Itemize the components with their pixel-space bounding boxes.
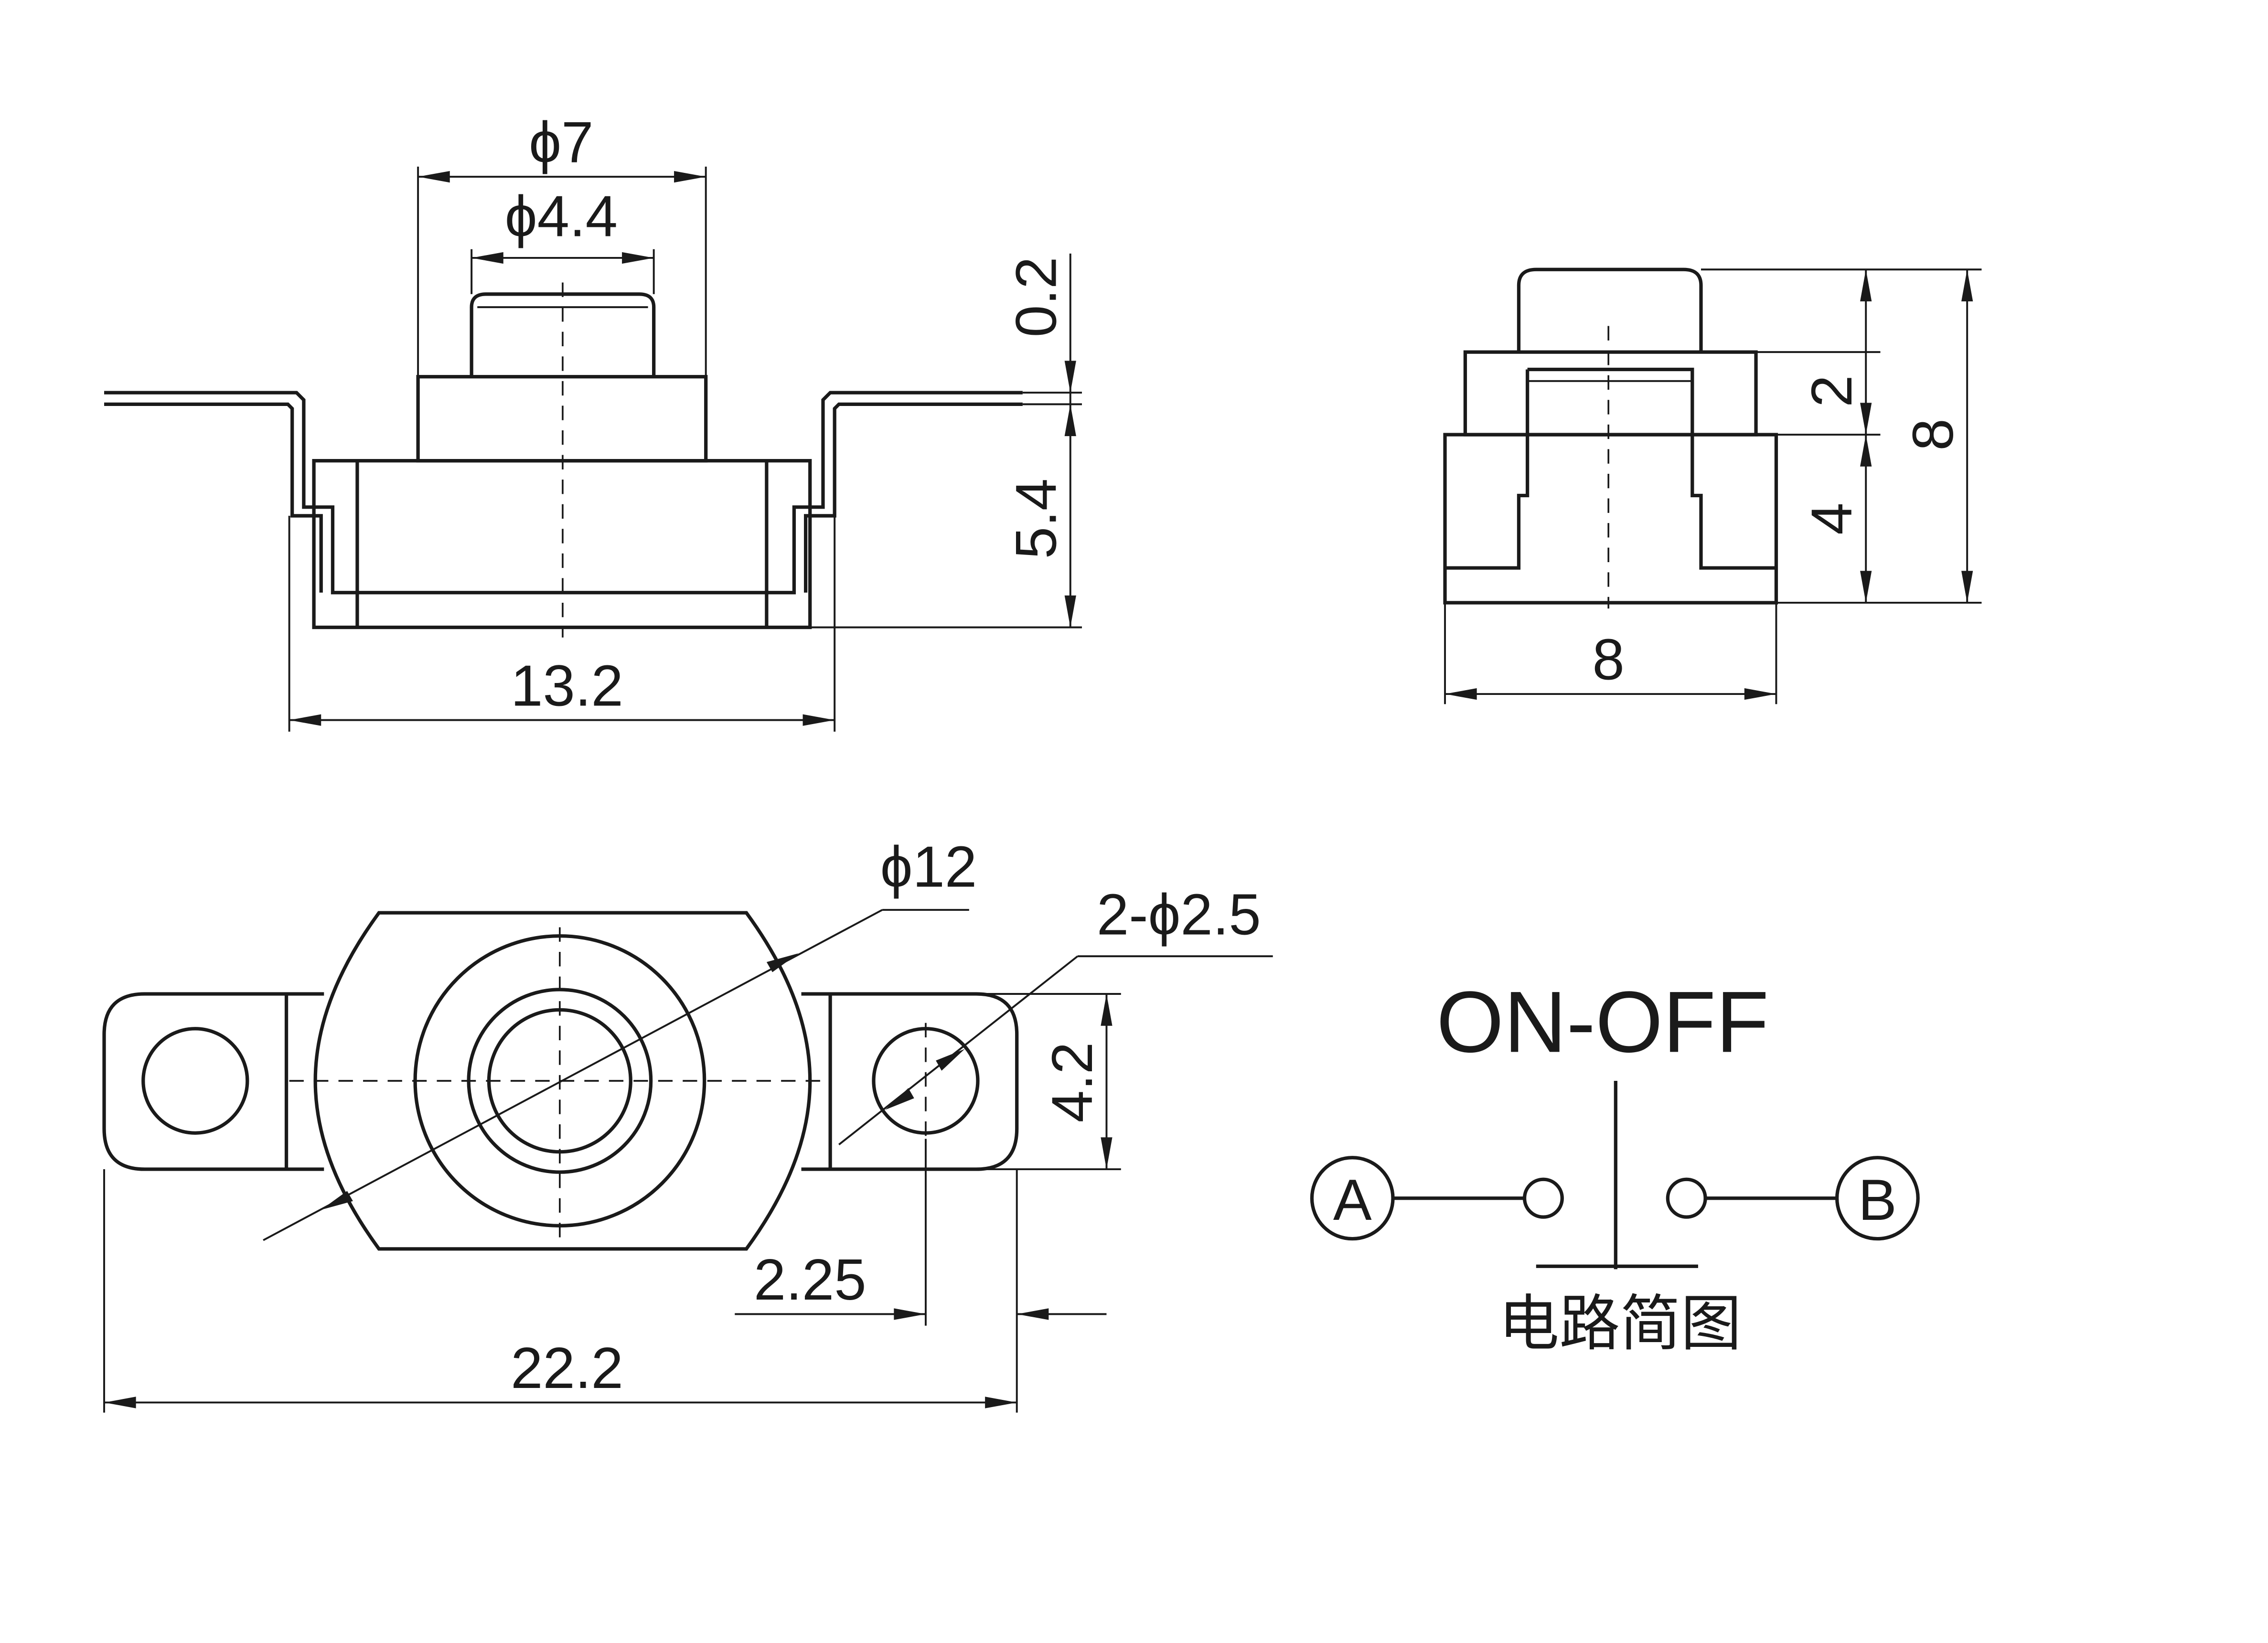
- end-view: 2 4 8 8: [1443, 267, 1982, 704]
- dim-hole-offset: 2.25: [754, 1247, 867, 1312]
- dim-lower-height: 4: [1799, 502, 1864, 534]
- dim-tab-height: 4.2: [1039, 1042, 1104, 1123]
- dim-body-height: 5.4: [1004, 479, 1069, 559]
- terminal-b-circle: [1835, 1156, 1920, 1241]
- terminal-a-label: A: [1333, 1167, 1372, 1232]
- contact-a: [1522, 1177, 1564, 1219]
- dim-outer-diameter: ϕ7: [529, 110, 593, 175]
- left-mounting-tab: [102, 992, 324, 1171]
- side-view: ϕ7 ϕ4.4 0.2 5.4 13.2: [104, 110, 1082, 732]
- right-terminal: [766, 391, 1023, 595]
- end-upper-block: [1463, 350, 1758, 437]
- left-terminal: [104, 391, 357, 595]
- top-view: ϕ12 2-ϕ2.5 4.2 2.25 22.2: [102, 834, 1273, 1413]
- top-body-outline: [313, 911, 812, 1251]
- dim-mounting-holes: 2-ϕ2.5: [1097, 882, 1261, 947]
- circuit-caption: 电路简图: [1498, 1289, 1742, 1359]
- end-inner-cavity: [1445, 367, 1776, 570]
- end-lower-block: [1443, 433, 1778, 605]
- end-plunger: [1517, 267, 1703, 352]
- circuit-diagram: ON-OFF A B 电路简图: [1310, 973, 1920, 1359]
- dim-overall-width: 13.2: [511, 653, 623, 718]
- dim-overall-length: 22.2: [511, 1335, 623, 1400]
- dim-body-diameter: ϕ12: [880, 834, 977, 899]
- right-mounting-tab: [801, 992, 1019, 1171]
- contact-b: [1666, 1177, 1707, 1219]
- terminal-b-label: B: [1858, 1167, 1897, 1232]
- dim-end-width: 8: [1593, 627, 1625, 692]
- dim-terminal-height: 0.2: [1004, 257, 1069, 338]
- dim-step-height: 2: [1799, 375, 1864, 407]
- left-mounting-hole: [141, 1027, 249, 1135]
- dim-total-height: 8: [1900, 418, 1965, 450]
- dim-inner-diameter: ϕ4.4: [505, 183, 618, 248]
- circuit-title: ON-OFF: [1436, 973, 1769, 1070]
